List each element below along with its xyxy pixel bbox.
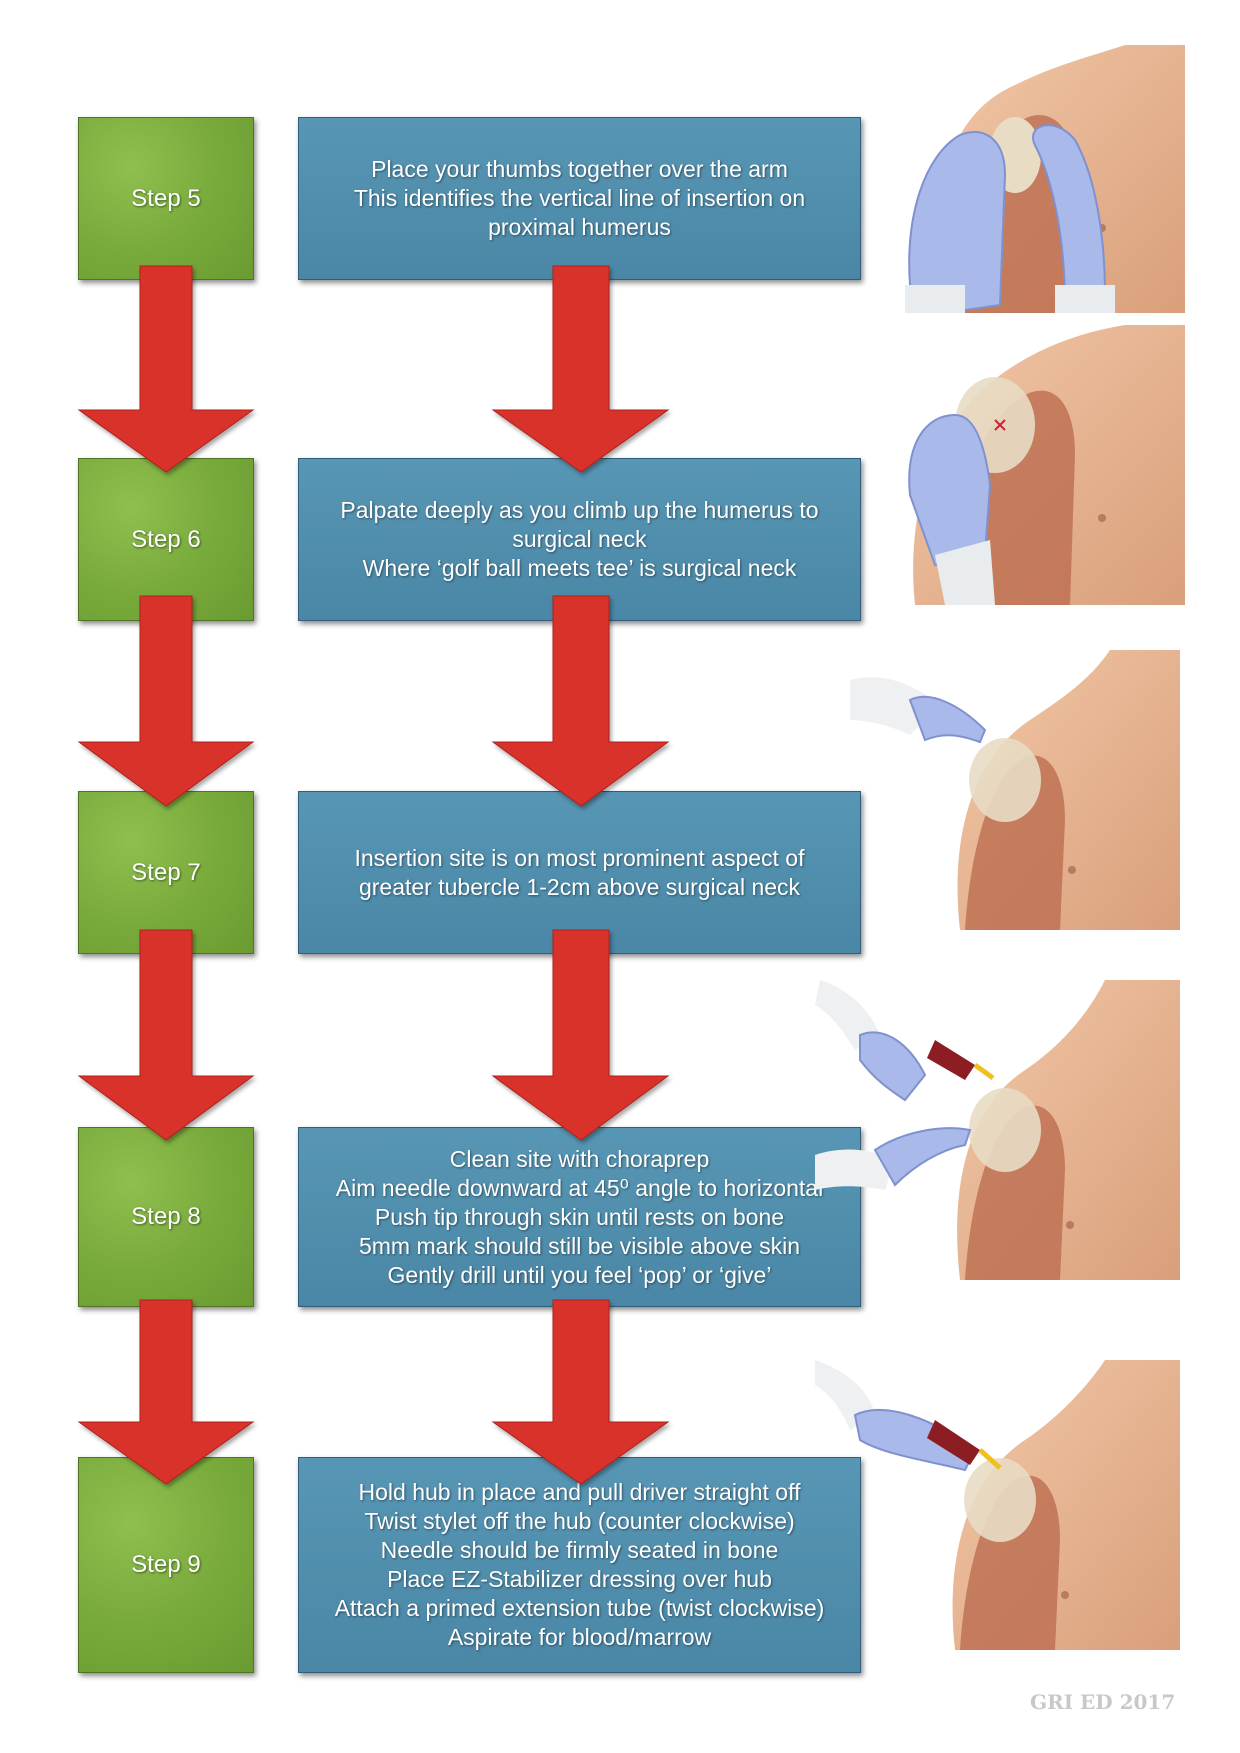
step-9-line-3: Needle should be firmly seated in bone <box>380 1537 779 1563</box>
step-9-description: Hold hub in place and pull driver straig… <box>298 1457 861 1673</box>
shoulder-drill-illustration <box>815 980 1180 1280</box>
step-7-description: Insertion site is on most prominent aspe… <box>298 791 861 954</box>
step-7-line-1: Insertion site is on most prominent aspe… <box>354 844 805 871</box>
arrow-down-icon <box>77 929 255 1141</box>
step-7-label: Step 7 <box>131 858 201 886</box>
step-5-label: Step 5 <box>131 184 201 212</box>
step-6-description: Palpate deeply as you climb up the humer… <box>298 458 861 621</box>
step-6-line-1: Palpate deeply as you climb up the humer… <box>340 497 819 523</box>
step-6-label: Step 6 <box>131 525 201 553</box>
arrow-down-icon <box>77 265 255 473</box>
arrow-down-icon <box>77 595 255 807</box>
arrow-down-icon <box>491 265 670 473</box>
step-5-description: Place your thumbs together over the arm … <box>298 117 861 280</box>
step-5-box: Step 5 <box>78 117 254 280</box>
arrow-down-icon <box>491 929 670 1141</box>
step-7-line-2: greater tubercle 1-2cm above surgical ne… <box>358 873 801 900</box>
step-8-line-1: Clean site with choraprep <box>449 1145 710 1172</box>
step-8-box: Step 8 <box>78 1127 254 1307</box>
step-8-line-2: Aim needle downward at 45⁰ angle to hori… <box>335 1174 824 1201</box>
step-9-box: Step 9 <box>78 1457 254 1673</box>
arrow-down-icon <box>491 595 670 807</box>
step-8-line-4: 5mm mark should still be visible above s… <box>358 1232 800 1259</box>
step-5-line-2: This identifies the vertical line of ins… <box>353 185 806 211</box>
step-9-label: Step 9 <box>131 1551 201 1578</box>
step-5-line-1: Place your thumbs together over the arm <box>371 156 788 182</box>
step-8-line-5: Gently drill until you feel ‘pop’ or ‘gi… <box>387 1261 772 1288</box>
step-8-label: Step 8 <box>131 1203 201 1230</box>
step-9-line-2: Twist stylet off the hub (counter clockw… <box>364 1508 795 1534</box>
step-9-line-5: Attach a primed extension tube (twist cl… <box>334 1595 825 1621</box>
credit-watermark: GRI ED 2017 <box>1030 1690 1176 1714</box>
shoulder-hub-illustration <box>815 1360 1180 1650</box>
arrow-down-icon <box>77 1299 255 1485</box>
step-6-line-3: Where ‘golf ball meets tee’ is surgical … <box>362 555 797 581</box>
step-8-description: Clean site with choraprep Aim needle dow… <box>298 1127 861 1307</box>
step-8-line-3: Push tip through skin until rests on bon… <box>374 1203 785 1230</box>
shoulder-palpation-illustration <box>908 325 1185 605</box>
arrow-down-icon <box>491 1299 670 1485</box>
step-6-line-2: surgical neck <box>512 526 647 552</box>
step-9-line-6: Aspirate for blood/marrow <box>447 1624 712 1650</box>
step-5-line-3: proximal humerus <box>488 214 671 240</box>
step-7-box: Step 7 <box>78 791 254 954</box>
shoulder-thumbs-illustration <box>905 45 1185 313</box>
shoulder-finger-point-illustration <box>850 650 1180 930</box>
step-9-line-4: Place EZ-Stabilizer dressing over hub <box>387 1566 772 1592</box>
